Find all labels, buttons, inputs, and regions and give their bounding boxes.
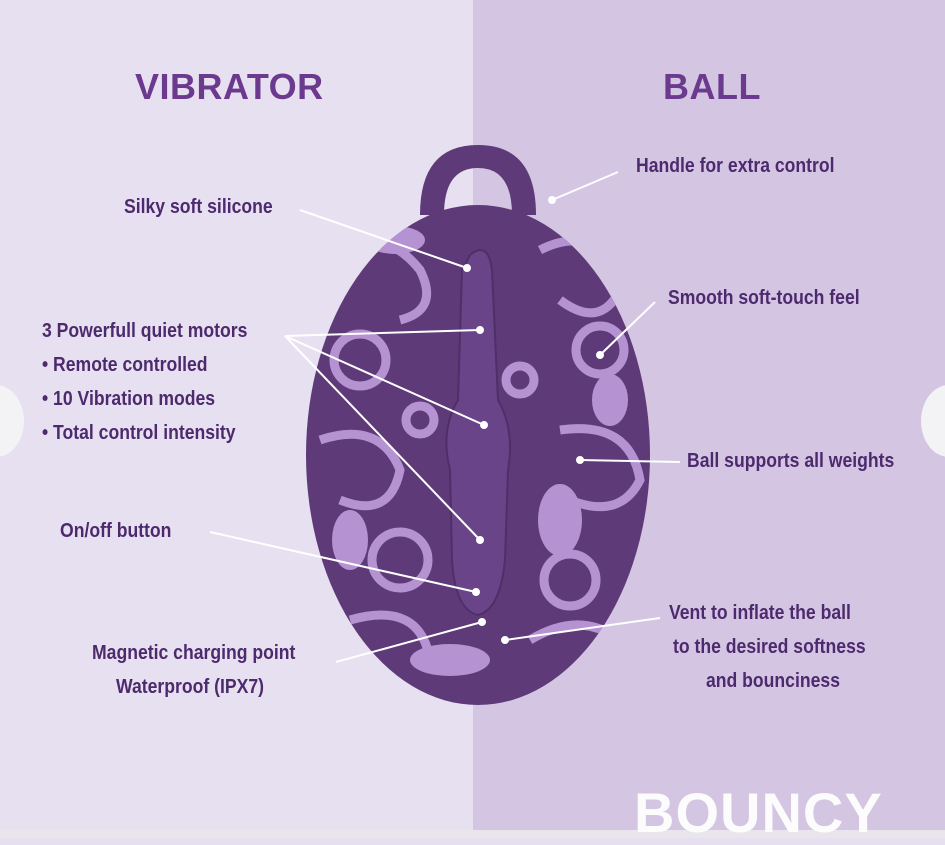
brand-logo: BOUNCY — [634, 781, 883, 844]
label-handle: Handle for extra control — [636, 155, 835, 177]
label-modes: • 10 Vibration modes — [42, 388, 216, 410]
bottom-strip — [0, 830, 945, 838]
label-onoff: On/off button — [60, 520, 172, 542]
label-waterproof: Waterproof (IPX7) — [116, 676, 264, 698]
leader-lines — [209, 171, 681, 663]
vibrator-heading: VIBRATOR — [135, 66, 324, 107]
label-feel: Smooth soft-touch feel — [668, 287, 860, 309]
label-vent-1: Vent to inflate the ball — [669, 602, 851, 624]
label-vent-3: and bounciness — [706, 670, 840, 692]
label-intensity: • Total control intensity — [42, 422, 236, 444]
ball-handle — [420, 145, 536, 215]
label-charging: Magnetic charging point — [92, 642, 296, 664]
label-remote: • Remote controlled — [42, 354, 208, 376]
label-silicone: Silky soft silicone — [124, 196, 273, 218]
label-vent-2: to the desired softness — [673, 636, 866, 658]
ball-heading: BALL — [663, 66, 761, 107]
label-weights: Ball supports all weights — [687, 450, 895, 472]
label-motors: 3 Powerfull quiet motors — [42, 320, 248, 342]
vibrator-shaft — [445, 249, 511, 617]
